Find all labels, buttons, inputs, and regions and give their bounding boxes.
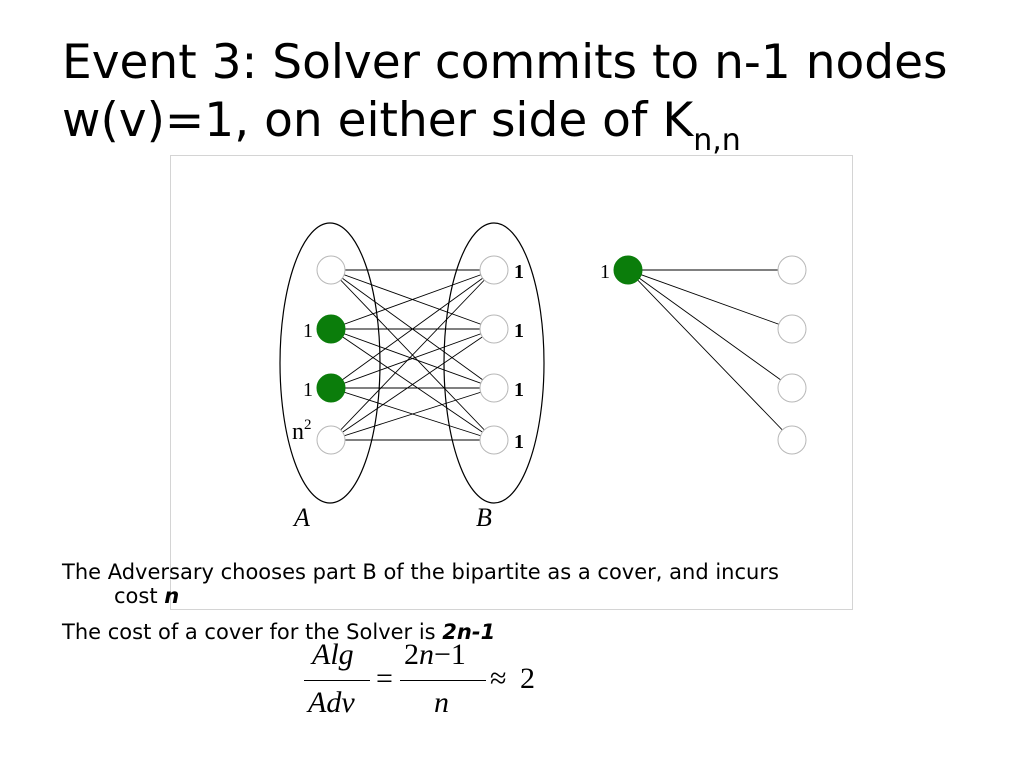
formula-approx: ≈ [490,662,507,695]
part-a-ellipse [279,222,381,504]
n-squared-label: n2 [292,417,312,445]
star-leaf-node-0 [777,255,807,285]
n-squared-base: n [292,419,304,445]
n-squared-exp: 2 [304,417,312,433]
left-node-2 [316,373,346,403]
left-node-weight-2: 1 [303,379,313,401]
formula-alg: Alg [312,638,354,671]
star-center-node [613,255,643,285]
formula-denominator-2: n [434,686,449,719]
bullet-1-emphasis: n [164,584,180,608]
bullet-solver-cost: The cost of a cover for the Solver is 2n… [62,620,942,644]
bipartite-edge-1-0 [330,269,495,330]
star-leaf-node-2 [777,373,807,403]
left-node-0 [316,255,346,285]
right-node-0 [479,255,509,285]
formula-result: 2 [520,662,535,695]
bullet-2-text: The cost of a cover for the Solver is [62,620,443,644]
bullet-2-emphasis: 2n-1 [442,620,496,644]
right-node-2 [479,373,509,403]
left-node-weight-1: 1 [303,320,313,342]
right-node-weight-1: 1 [514,320,524,342]
formula-adv: Adv [308,686,355,719]
star-edge-1 [627,269,793,330]
star-leaf-node-1 [777,314,807,344]
right-node-weight-3: 1 [514,431,524,453]
part-b-ellipse [443,222,545,504]
bipartite-edge-2-0 [330,269,495,389]
title-text: Event 3: Solver commits to n-1 nodes w(v… [62,35,948,148]
num2-prefix: 2 [404,638,419,671]
bipartite-edges [330,269,495,441]
star-edge-3 [627,269,793,441]
right-node-weight-0: 1 [514,261,524,283]
bipartite-edge-3-2 [330,387,495,441]
star-center-weight: 1 [600,261,610,283]
formula-numerator-2: 2n−1 [404,638,466,672]
part-b-label: B [476,503,492,532]
graph-labels: 1 1 1 1 1 1 1 [303,261,610,453]
slide-title: Event 3: Solver commits to n-1 nodes w(v… [62,34,1002,170]
formula-equals: = [376,662,393,695]
title-subscript: n,n [693,123,741,158]
bullet-1-continuation: cost [114,584,165,608]
star-edges [627,269,793,441]
left-node-1 [316,314,346,344]
ratio-formula: Alg Adv = 2n−1 n ≈ 2 [300,638,560,728]
left-node-3 [316,425,346,455]
num2-var: n [419,638,434,671]
diagram-frame [170,155,853,610]
right-node-3 [479,425,509,455]
bipartite-edge-3-1 [330,328,495,441]
fraction-bar-2 [400,680,486,681]
graph-nodes [316,255,807,455]
star-edge-2 [627,269,793,389]
part-a-label: A [292,503,310,532]
bipartite-edge-3-0 [330,269,495,441]
bipartite-edge-2-1 [330,328,495,389]
star-leaf-node-3 [777,425,807,455]
fraction-bar-1 [304,680,370,681]
num2-suffix: −1 [434,638,466,671]
bullet-adversary: The Adversary chooses part B of the bipa… [62,560,942,608]
bullet-1-text: The Adversary chooses part B of the bipa… [62,560,779,584]
right-node-weight-2: 1 [514,379,524,401]
right-node-1 [479,314,509,344]
